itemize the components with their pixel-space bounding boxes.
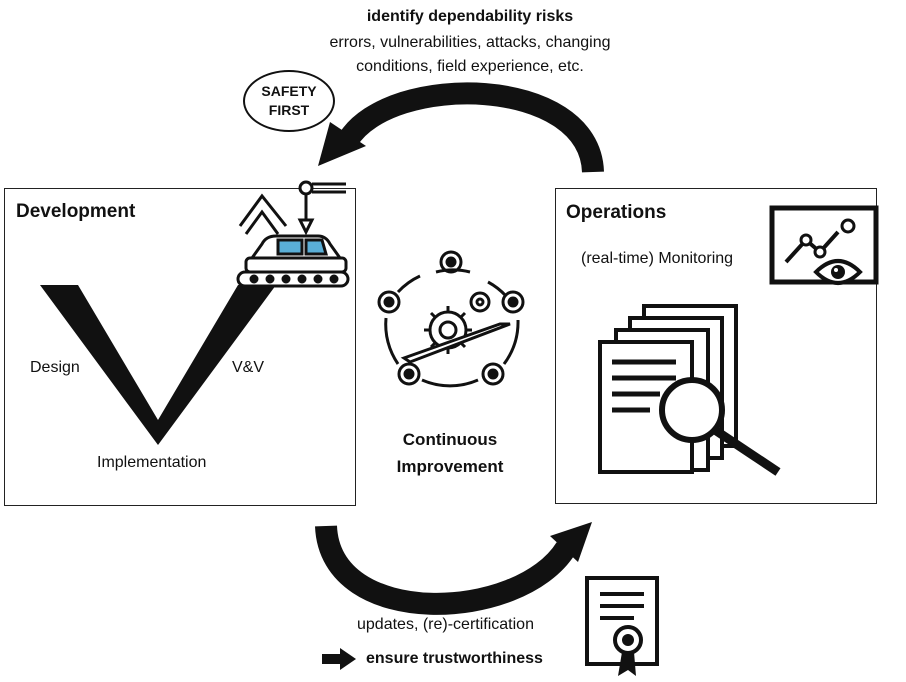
center-line-1: Continuous (402, 430, 498, 449)
trustworthiness-label: ensure trustworthiness (366, 650, 543, 667)
operations-title: Operations (566, 202, 667, 223)
certificate-icon (585, 576, 659, 676)
gear-cycle-icon (377, 250, 525, 388)
badge-line-2: FIRST (268, 102, 310, 118)
implementation-label: Implementation (97, 454, 207, 471)
center-line-2: Improvement (396, 457, 504, 476)
continuous-improvement-label: Continuous Improvement (360, 426, 540, 480)
monitor-chart-eye-icon (769, 205, 879, 285)
development-title: Development (16, 201, 136, 222)
updates-label: updates, (re)-certification (357, 616, 534, 633)
top-cycle-arrow (318, 82, 604, 174)
safety-first-badge: SAFETY FIRST (243, 70, 335, 132)
v-model-shape (40, 285, 276, 445)
risks-heading: identify dependability risks (366, 8, 574, 25)
bottom-cycle-arrow (315, 522, 592, 615)
badge-line-1: SAFETY (261, 83, 317, 99)
right-arrow-icon (322, 648, 356, 670)
risks-line-2: conditions, field experience, etc. (356, 58, 584, 75)
design-label: Design (30, 359, 80, 376)
robot-arm-car-assembly-icon (236, 180, 350, 288)
risks-line-1: errors, vulnerabilities, attacks, changi… (329, 34, 611, 51)
documents-magnifier-icon (598, 304, 781, 476)
vv-label: V&V (232, 359, 265, 376)
monitoring-label: (real-time) Monitoring (581, 250, 734, 267)
